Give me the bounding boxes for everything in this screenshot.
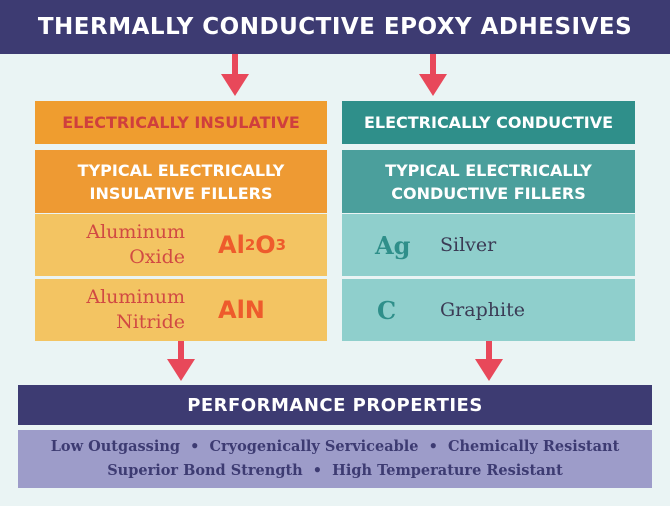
filler-row-graphite: C Graphite — [342, 279, 635, 341]
filler-name-line1: Aluminum — [86, 286, 185, 308]
conductive-fillers-title: TYPICAL ELECTRICALLY CONDUCTIVE FILLERS — [342, 150, 635, 213]
arrow-down-icon — [167, 341, 195, 381]
insulative-header: ELECTRICALLY INSULATIVE — [35, 101, 327, 144]
conductive-fillers-title-line1: TYPICAL ELECTRICALLY — [385, 160, 592, 180]
filler-symbol: Ag — [375, 230, 411, 260]
filler-name-line2: Oxide — [129, 246, 185, 268]
arrow-down-icon — [419, 54, 447, 96]
conductive-fillers-title-line2: CONDUCTIVE FILLERS — [391, 183, 586, 203]
filler-name: Aluminum Oxide — [86, 214, 185, 276]
filler-row-aluminum-nitride: Aluminum Nitride AlN — [35, 279, 327, 341]
performance-title: PERFORMANCE PROPERTIES — [18, 385, 652, 425]
properties-line1: Low Outgassing • Cryogenically Serviceab… — [50, 438, 620, 455]
page-title: THERMALLY CONDUCTIVE EPOXY ADHESIVES — [0, 0, 670, 54]
filler-name: Silver — [440, 234, 497, 256]
filler-row-silver: Ag Silver — [342, 214, 635, 276]
filler-name: Aluminum Nitride — [86, 279, 185, 341]
performance-properties: Low Outgassing • Cryogenically Serviceab… — [18, 430, 652, 488]
filler-formula: AlN — [218, 296, 265, 324]
formula-element: Al — [218, 231, 245, 259]
arrow-down-icon — [475, 341, 503, 381]
formula-subscript: 3 — [275, 236, 287, 254]
arrow-down-icon — [221, 54, 249, 96]
filler-symbol: C — [377, 295, 397, 325]
filler-name-line1: Aluminum — [86, 221, 185, 243]
insulative-fillers-title-line1: TYPICAL ELECTRICALLY — [77, 160, 285, 180]
properties-line2: Superior Bond Strength • High Temperatur… — [107, 462, 563, 479]
formula-subscript: 2 — [244, 236, 256, 254]
insulative-fillers-title-line2: INSULATIVE FILLERS — [89, 183, 273, 203]
filler-name: Graphite — [440, 299, 525, 321]
insulative-fillers-title: TYPICAL ELECTRICALLY INSULATIVE FILLERS — [35, 150, 327, 213]
filler-name-line2: Nitride — [116, 311, 185, 333]
formula-element: O — [255, 231, 276, 259]
conductive-header: ELECTRICALLY CONDUCTIVE — [342, 101, 635, 144]
